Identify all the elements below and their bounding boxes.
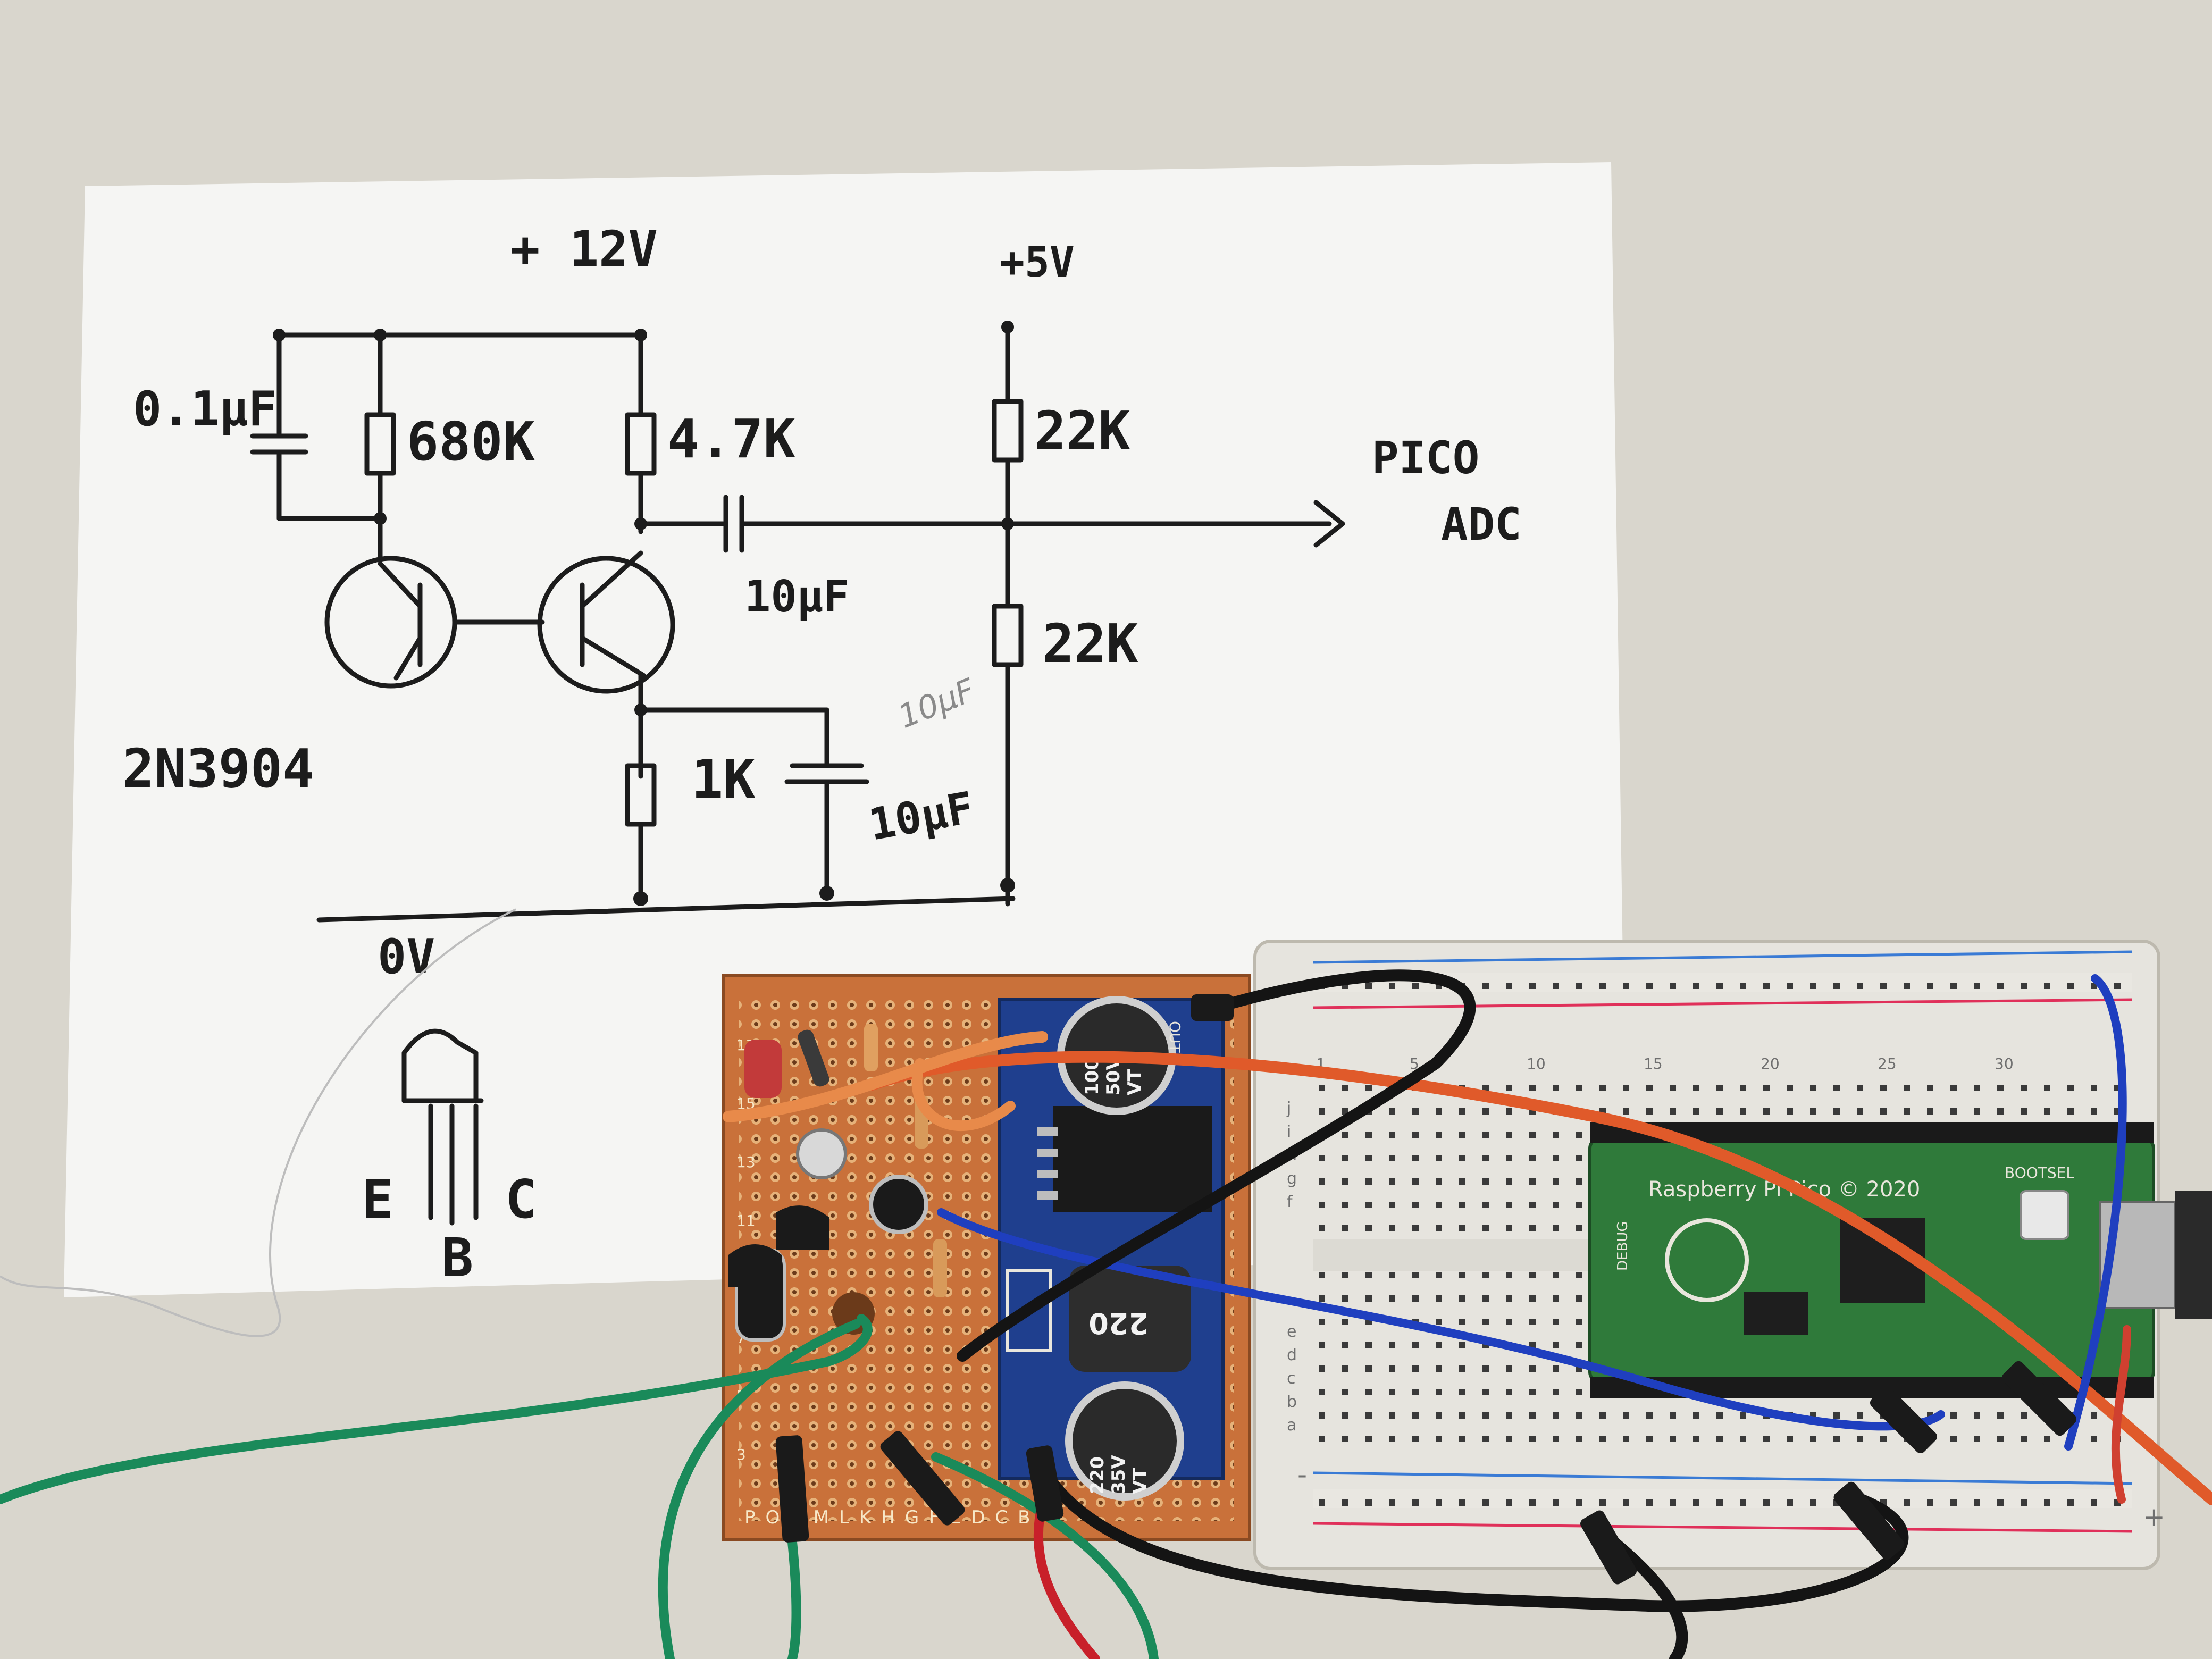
wire-red-right	[2111, 1325, 2131, 1504]
label-pico: PICO	[1372, 432, 1479, 484]
svg-text:20: 20	[1761, 1055, 1780, 1073]
svg-text:11: 11	[736, 1212, 756, 1229]
svg-text:13: 13	[736, 1153, 756, 1171]
label-adc: ADC	[1441, 498, 1522, 550]
svg-text:3: 3	[736, 1446, 746, 1463]
resistor-4k7	[864, 1024, 878, 1071]
wire-black-top	[957, 969, 1476, 1362]
buck-converter: 100 50V VT 220 220 35V VT OUT+	[998, 996, 1225, 1501]
label-cap-01uf: 0.1μF	[133, 381, 277, 437]
pico-flash-chip	[1744, 1292, 1808, 1335]
label-r-680k: 680K	[407, 410, 535, 473]
label-r-4k7: 4.7K	[667, 408, 795, 470]
label-12v: + 12V	[510, 221, 658, 278]
buck-cap-bottom	[1065, 1381, 1184, 1501]
thin-strand	[0, 908, 516, 1337]
bootsel-button	[2020, 1190, 2069, 1240]
label-ground: 0V	[378, 929, 435, 985]
wire-orange-loop	[911, 1058, 1016, 1132]
wire-green-a	[0, 1314, 873, 1504]
film-capacitor	[744, 1040, 782, 1098]
rail-minus-label: -	[1297, 1459, 1307, 1490]
svg-text:5: 5	[1410, 1055, 1419, 1073]
trimmer	[796, 1128, 847, 1179]
resistor-680k	[798, 1029, 830, 1087]
jumper-connectors	[775, 994, 2077, 1585]
svg-text:b: b	[1287, 1393, 1297, 1411]
wire-green-b	[658, 1319, 861, 1659]
svg-text:10: 10	[1527, 1055, 1546, 1073]
wire-green-c	[931, 1452, 1159, 1659]
rail-plus-label: +	[2143, 1502, 2165, 1532]
raspberry-logo-icon	[1665, 1218, 1749, 1302]
wire-orange-long	[866, 1051, 2212, 1505]
label-5v: +5V	[1000, 239, 1075, 287]
buck-chip	[1053, 1106, 1212, 1212]
svg-text:e: e	[1287, 1322, 1296, 1341]
svg-text:30: 30	[1995, 1055, 2014, 1073]
raspberry-pi-pico: Raspberry Pi Pico © 2020 BOOTSEL DEBUG	[1588, 1122, 2212, 1398]
buck-cap-bottom-line1: 220	[1087, 1456, 1108, 1494]
schematic-drawing	[250, 324, 1345, 1226]
wire-orange-short	[723, 1031, 1048, 1122]
buck-inductor	[1069, 1266, 1191, 1372]
pico-debug-label: DEBUG	[1615, 1221, 1631, 1271]
svg-text:g: g	[1287, 1169, 1297, 1188]
usb-cable-plug	[2175, 1191, 2212, 1319]
svg-text:d: d	[1287, 1346, 1297, 1364]
svg-text:f: f	[1287, 1193, 1293, 1211]
wire-blue	[937, 1208, 1945, 1431]
pico-bootsel-label: BOOTSEL	[2005, 1164, 2074, 1182]
schematic-junction-dots	[273, 321, 1015, 906]
wire-red	[1033, 1500, 1100, 1659]
svg-text:j: j	[1286, 1099, 1291, 1118]
svg-text:i: i	[1287, 1122, 1291, 1141]
label-r-1k: 1K	[691, 748, 755, 810]
label-r-22k-bottom: 22K	[1042, 613, 1138, 675]
transistor-b	[728, 1244, 782, 1287]
label-pin-base: B	[441, 1227, 473, 1289]
buck-cap-top-line1: 100	[1082, 1058, 1103, 1095]
buck-cap-bottom-line2: 35V	[1108, 1455, 1129, 1494]
label-pin-emitter: E	[362, 1168, 393, 1230]
label-r-22k-top: 22K	[1034, 400, 1130, 462]
buck-inductor-label: 220	[1088, 1306, 1149, 1340]
buck-cap-bottom-line3: VT	[1129, 1468, 1151, 1494]
label-pin-collector: C	[505, 1168, 537, 1230]
svg-text:a: a	[1287, 1416, 1296, 1435]
svg-text:15: 15	[1644, 1055, 1663, 1073]
svg-text:25: 25	[1878, 1055, 1897, 1073]
label-transistor-type: 2N3904	[122, 738, 314, 800]
wire-green-d	[787, 1537, 801, 1659]
wire-blue-right	[2064, 974, 2127, 1451]
buck-cap-top-line3: VT	[1124, 1069, 1145, 1095]
resistor-22k	[933, 1239, 947, 1297]
breadboard-row-letters-bottom: a b c d e	[1287, 1322, 1297, 1435]
label-cap-10uf-coupling: 10μF	[744, 572, 849, 622]
svg-text:c: c	[1287, 1369, 1296, 1388]
transistor-a	[776, 1205, 830, 1250]
electrolytic-cap-a	[869, 1175, 928, 1234]
